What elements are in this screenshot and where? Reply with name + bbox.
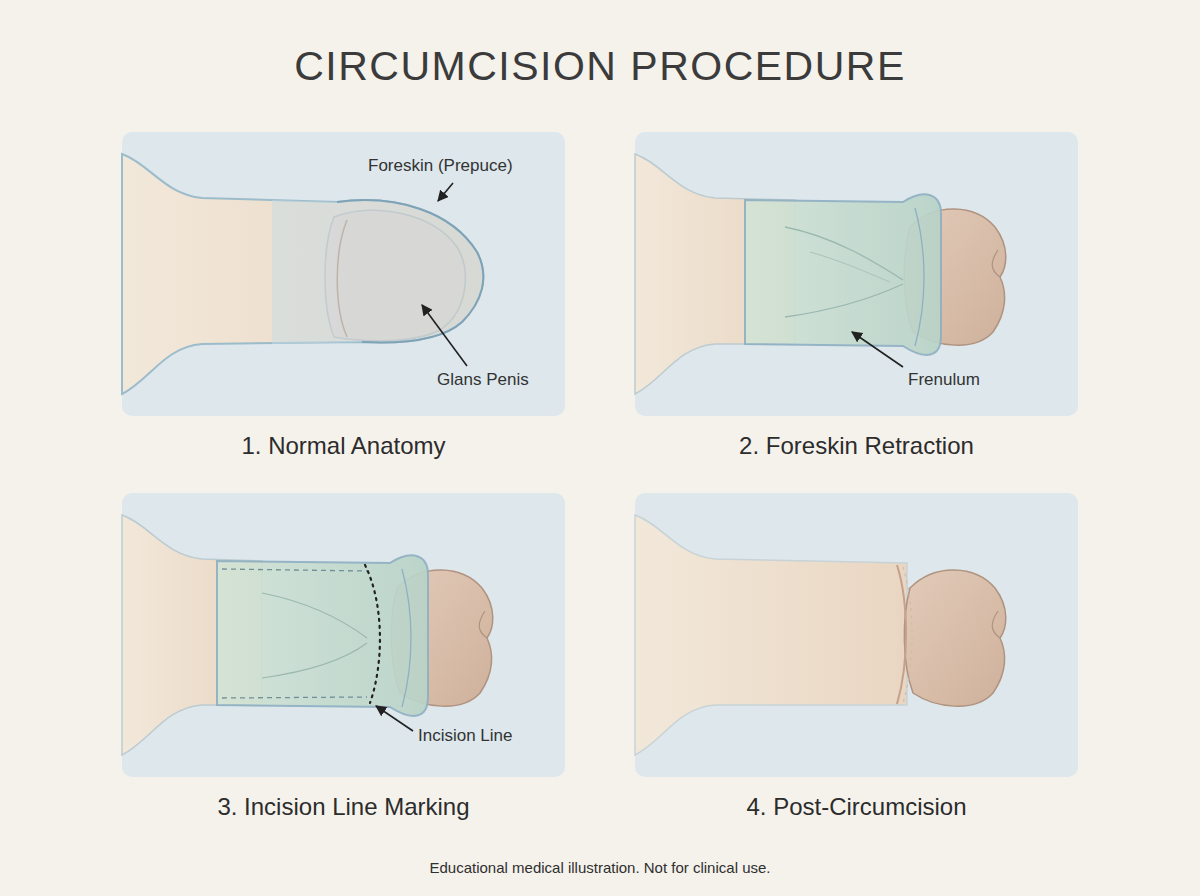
step-caption: 2. Foreskin Retraction: [635, 434, 1078, 458]
anatomy-figure: [122, 154, 483, 394]
incision-figure: [122, 515, 493, 755]
result-figure: [635, 515, 1006, 755]
panel-ground: [635, 132, 1078, 416]
leader-line: [438, 183, 453, 201]
part-label: Frenulum: [908, 371, 980, 388]
part-label: Incision Line: [418, 727, 513, 744]
leader-line: [376, 706, 413, 731]
step-panel: 4. Post-Circumcision: [635, 493, 1078, 777]
step-caption: 1. Normal Anatomy: [122, 434, 565, 458]
retraction-figure: [635, 154, 1006, 394]
part-label: Foreskin (Prepuce): [368, 157, 513, 174]
part-label: Glans Penis: [437, 371, 529, 388]
panel-ground: [122, 132, 565, 416]
step-panel: 2. Foreskin Retraction: [635, 132, 1078, 416]
figure-caption: Educational medical illustration. Not fo…: [0, 860, 1200, 875]
step-caption: 4. Post-Circumcision: [635, 795, 1078, 819]
page-title: CIRCUMCISION PROCEDURE: [0, 46, 1200, 87]
leader-line: [852, 332, 903, 367]
panel-ground: [635, 493, 1078, 777]
panel-ground: [122, 493, 565, 777]
step-caption: 3. Incision Line Marking: [122, 795, 565, 819]
leader-line: [422, 305, 467, 366]
